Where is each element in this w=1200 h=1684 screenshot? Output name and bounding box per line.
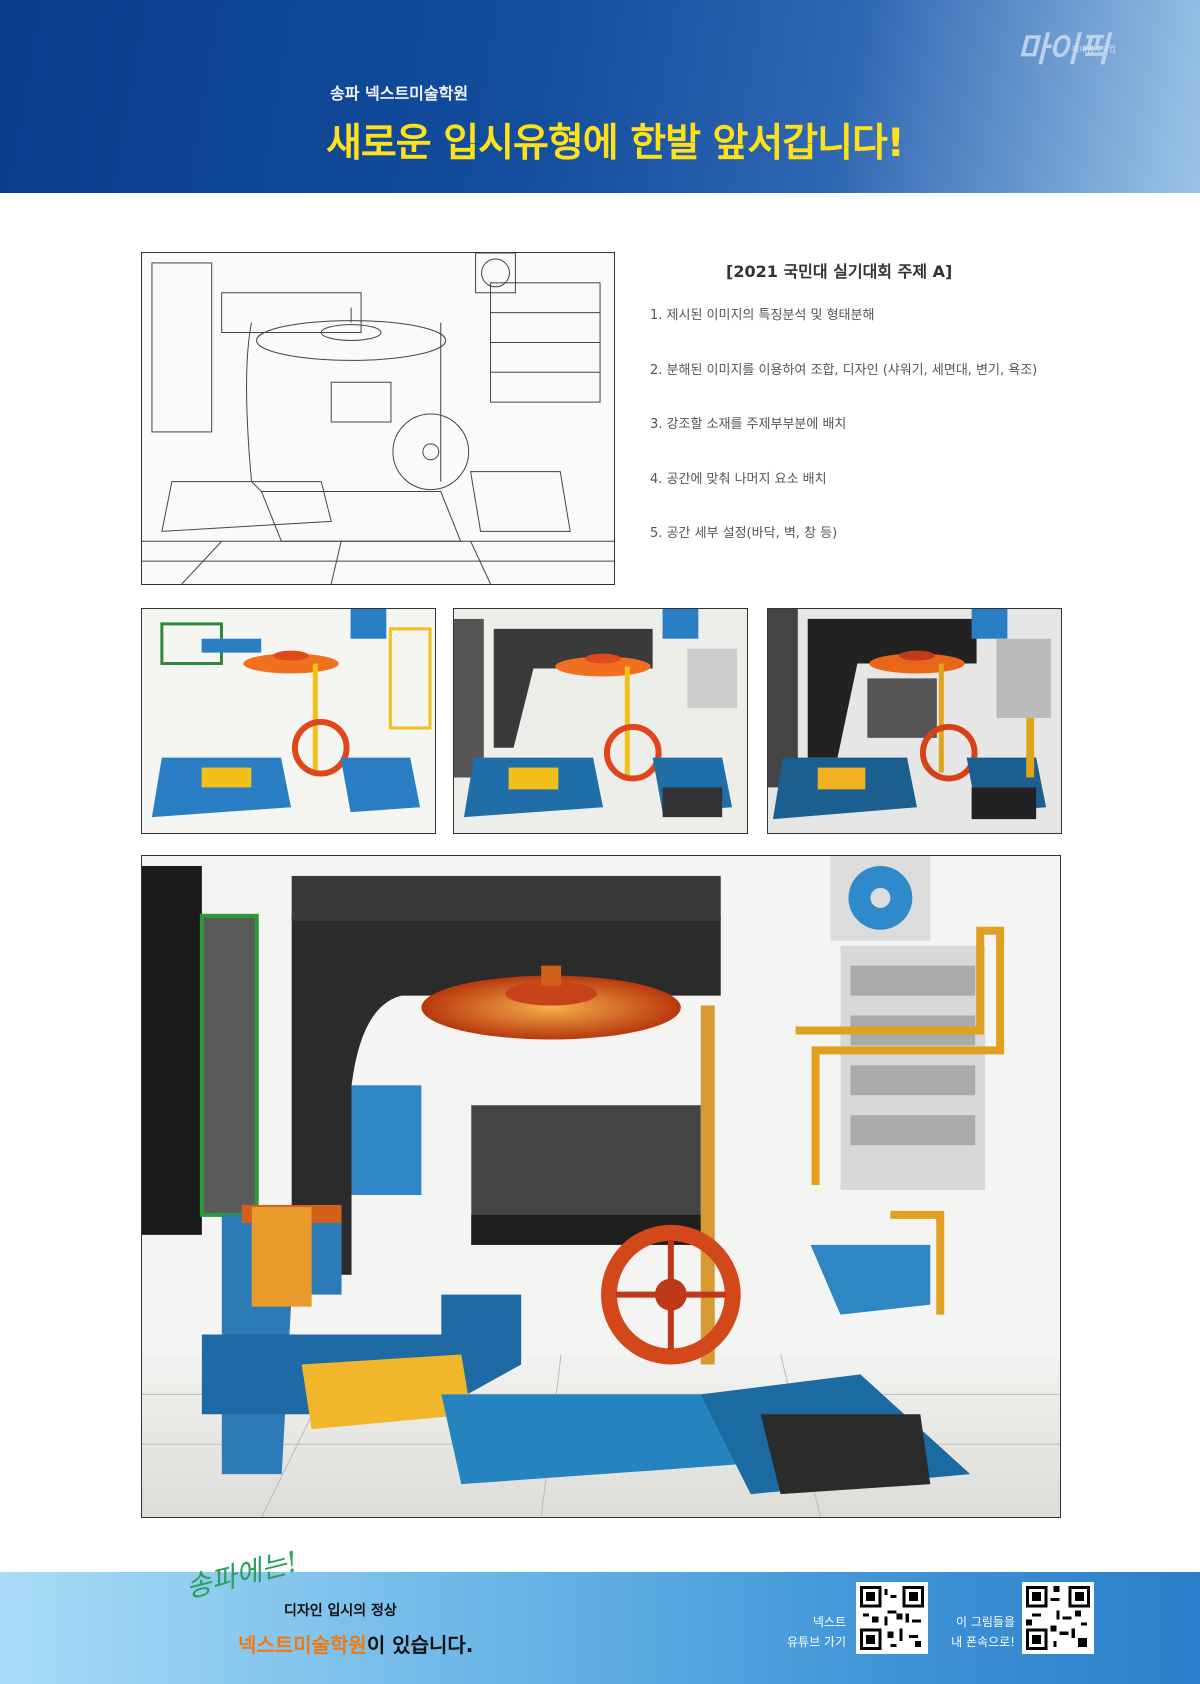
save-qr-code[interactable] bbox=[1022, 1582, 1094, 1654]
stage-3-image bbox=[767, 608, 1062, 834]
academy-highlight: 넥스트미술학원 bbox=[238, 1633, 367, 1657]
final-image bbox=[141, 855, 1061, 1518]
subject-title: [2021 국민대 실기대회 주제 A] bbox=[726, 262, 953, 281]
footer-slogan-line2: 넥스트미술학원이 있습니다. bbox=[238, 1629, 473, 1658]
step-item: 5. 공간 세부 설정(바닥, 벽, 창 등) bbox=[650, 526, 838, 541]
footer-banner bbox=[0, 1572, 1200, 1684]
stage-2-image bbox=[453, 608, 748, 834]
slogan-tail: 이 있습니다. bbox=[366, 1633, 474, 1657]
brand-subtitle: 미대입시닷컴 bbox=[1071, 45, 1116, 54]
step-item: 2. 분해된 이미지를 이용하여 조합, 디자인 (샤워기, 세면대, 변기, … bbox=[650, 362, 1038, 378]
page-title: 새로운 입시유형에 한발 앞서갑니다! bbox=[326, 121, 905, 166]
step-item: 1. 제시된 이미지의 특징분석 및 형태분해 bbox=[650, 308, 875, 323]
brand-logo[interactable]: 마이픽 bbox=[1017, 30, 1109, 70]
footer-slogan-line1: 디자인 입시의 정상 bbox=[284, 1603, 397, 1619]
step-item: 4. 공간에 맞춰 나머지 요소 배치 bbox=[650, 471, 827, 487]
step-item: 3. 강조할 소재를 주제부부분에 배치 bbox=[650, 417, 847, 432]
stage-1-image bbox=[141, 608, 436, 834]
youtube-qr-code[interactable] bbox=[856, 1582, 928, 1654]
header-banner bbox=[0, 0, 1200, 193]
sketch-image bbox=[141, 252, 615, 585]
academy-name: 송파 넥스트미술학원 bbox=[330, 84, 469, 103]
process-steps: 1. 제시된 이미지의 특징분석 및 형태분해 2. 분해된 이미지를 이용하여… bbox=[650, 306, 1037, 579]
